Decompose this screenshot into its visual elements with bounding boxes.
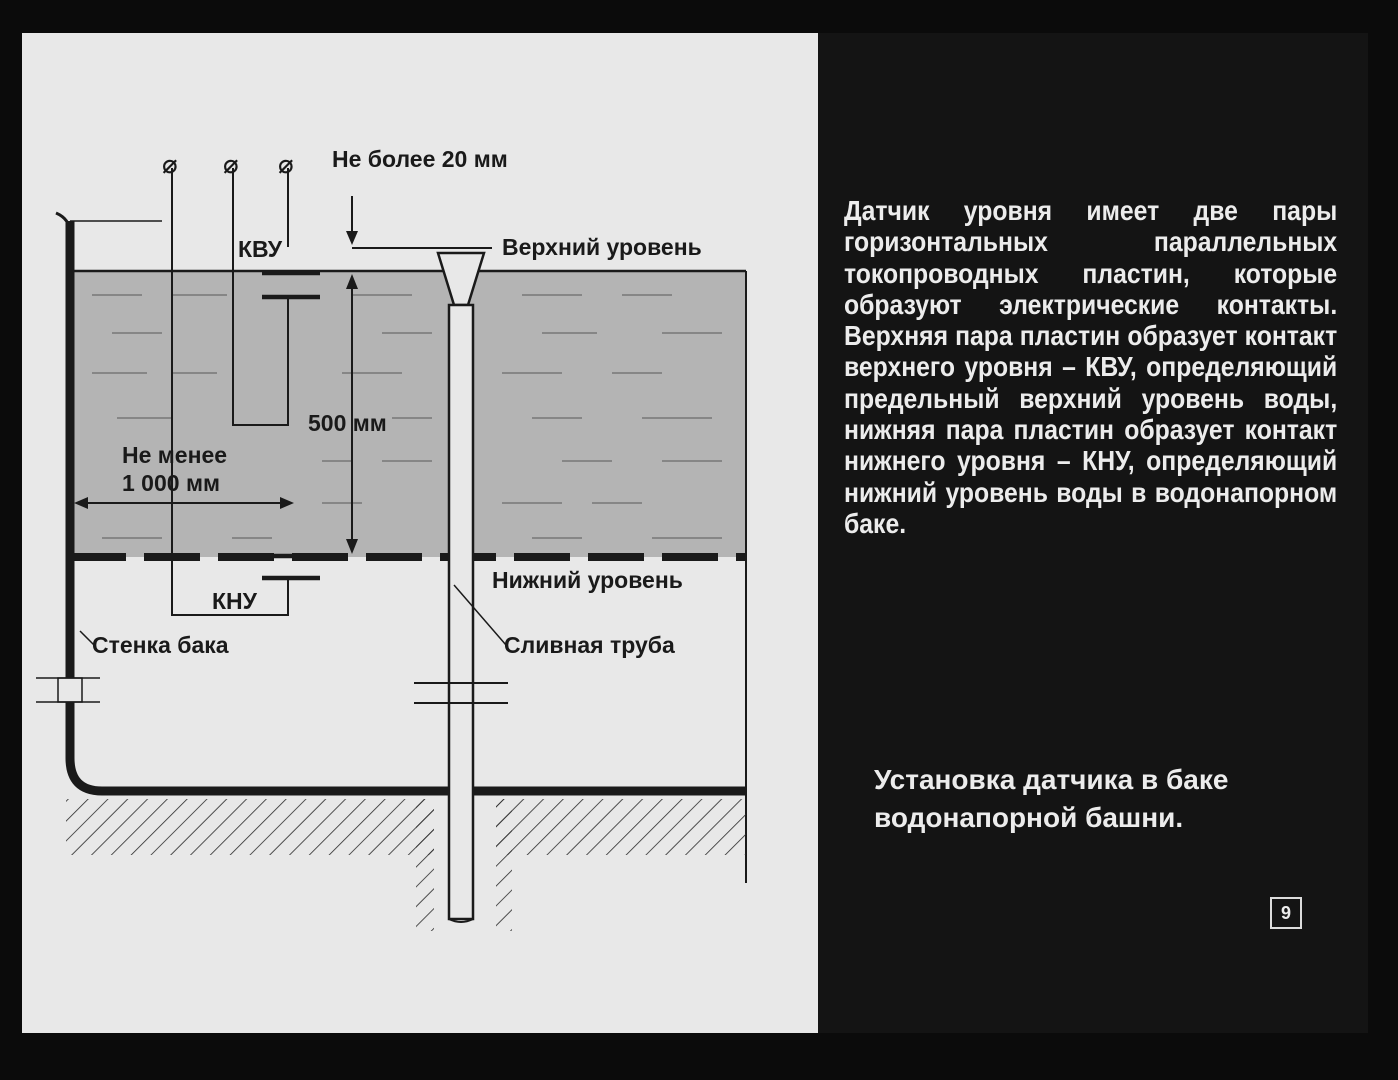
kvu-plates [262,270,320,300]
tank-wall-leader-line [79,630,95,646]
sensor-wires [171,168,289,616]
tank-wall [65,221,746,796]
min-distance-label-2: 1 000 мм [122,470,220,496]
kvu-label: КВУ [238,236,283,262]
terminal-symbol-1: ⌀ [162,149,178,179]
drain-pipe-leader-line [453,584,507,646]
upper-level-label: Верхний уровень [502,234,702,260]
tank-wall-lip [55,211,72,234]
text-panel: Датчик уровня имеет две пары горизонталь… [818,33,1368,1033]
water-body [70,271,746,557]
terminal-symbol-2: ⌀ [223,149,239,179]
diagram-panel: ⌀ ⌀ ⌀ Не более 20 мм Верхний уровень КВУ… [22,33,818,1033]
knu-plates [262,553,320,581]
drain-pipe [447,303,475,921]
slide-number-badge: 9 [1270,897,1302,929]
caption-text: Установка датчика в баке водонапорной ба… [874,764,1229,833]
drain-pipe-label: Сливная труба [504,632,675,658]
description-text: Датчик уровня имеет две пары горизонталь… [844,195,1338,539]
min-distance-label-1: Не менее [122,442,227,468]
terminal-symbol-3: ⌀ [278,149,294,179]
tank-diagram: ⌀ ⌀ ⌀ Не более 20 мм Верхний уровень КВУ… [22,33,818,1033]
tank-wall-label: Стенка бака [92,632,229,658]
knu-label: КНУ [212,588,258,614]
ground-hatching [66,799,746,855]
wall-break-mark [57,677,83,703]
range-label: 500 мм [308,410,387,436]
lower-level-label: Нижний уровень [492,567,683,593]
max-gap-label: Не более 20 мм [332,146,508,172]
